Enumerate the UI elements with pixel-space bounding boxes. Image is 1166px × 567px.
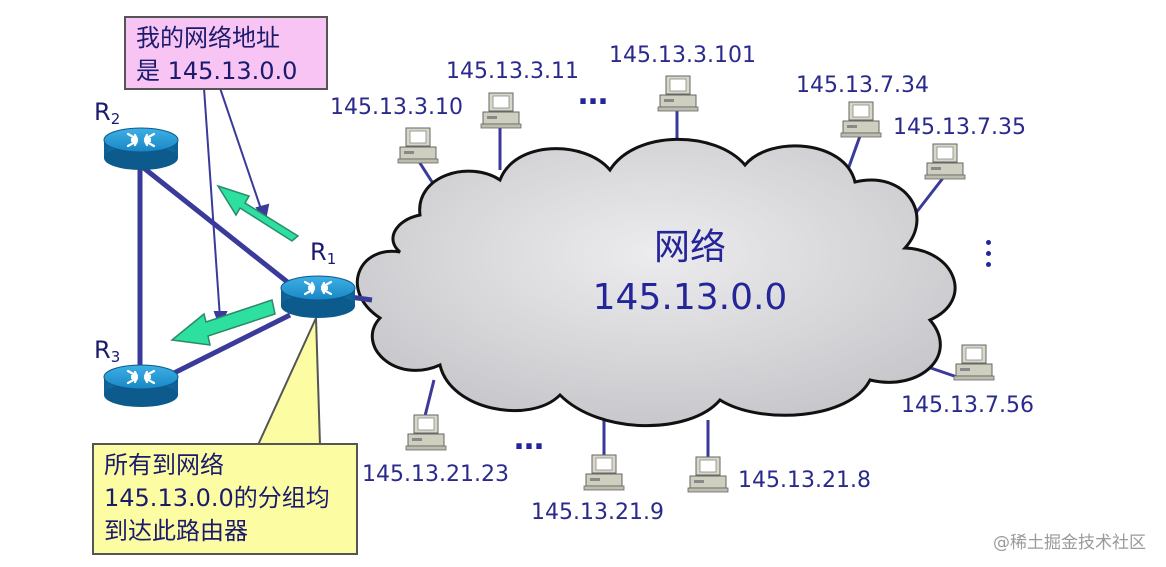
router-r2[interactable] bbox=[102, 126, 180, 172]
host-label: 145.13.7.35 bbox=[893, 115, 1026, 140]
router-subscript: 1 bbox=[326, 250, 337, 268]
host-pc-icon[interactable] bbox=[687, 456, 729, 493]
router-r3-label: R3 bbox=[94, 338, 120, 365]
network-name: 网络 bbox=[653, 227, 726, 268]
host-label: 145.13.3.10 bbox=[330, 95, 463, 120]
callout-my-address: 我的网络地址 是 145.13.0.0 bbox=[124, 16, 328, 90]
network-cloud bbox=[356, 137, 957, 428]
host-label: 145.13.21.23 bbox=[362, 462, 509, 487]
host-pc-icon[interactable] bbox=[657, 75, 699, 112]
callout-pointer-yellow bbox=[256, 317, 322, 446]
router-r1[interactable] bbox=[279, 274, 357, 320]
host-pc-icon[interactable] bbox=[405, 414, 447, 451]
host-label: 145.13.7.34 bbox=[796, 73, 929, 98]
host-label: 145.13.7.56 bbox=[901, 393, 1034, 418]
router-letter: R bbox=[94, 98, 111, 126]
host-pc-icon[interactable] bbox=[397, 127, 439, 164]
router-subscript: 2 bbox=[110, 110, 121, 128]
callout-line: 我的网络地址 bbox=[136, 24, 280, 52]
host-pc-icon[interactable] bbox=[924, 143, 966, 180]
watermark: @稀土掘金技术社区 bbox=[993, 533, 1146, 553]
callout-line: 是 145.13.0.0 bbox=[136, 57, 298, 86]
callout-line: 到达此路由器 bbox=[104, 517, 248, 546]
network-address: 145.13.0.0 bbox=[592, 277, 788, 318]
router-r1-label: R1 bbox=[310, 240, 336, 267]
callout-line: 所有到网络 bbox=[104, 451, 224, 479]
host-label: 145.13.3.11 bbox=[446, 59, 579, 84]
ellipsis-vertical bbox=[986, 240, 994, 273]
callout-all-packets: 所有到网络 145.13.0.0的分组均 到达此路由器 bbox=[92, 443, 358, 555]
ellipsis-bottom: … bbox=[514, 422, 544, 457]
router-letter: R bbox=[94, 336, 111, 364]
host-label: 145.13.3.101 bbox=[609, 43, 756, 68]
router-letter: R bbox=[310, 238, 327, 266]
router-r2-label: R2 bbox=[94, 100, 120, 127]
forward-arrow-to-r3 bbox=[170, 299, 276, 346]
host-label: 145.13.21.8 bbox=[738, 468, 871, 493]
ellipsis-top: … bbox=[578, 77, 608, 112]
router-subscript: 3 bbox=[110, 348, 121, 366]
host-label: 145.13.21.9 bbox=[531, 500, 664, 525]
host-pc-icon[interactable] bbox=[583, 454, 625, 491]
router-links bbox=[137, 163, 373, 378]
forward-arrow-to-r2 bbox=[216, 184, 300, 242]
host-pc-icon[interactable] bbox=[840, 101, 882, 138]
callout-line: 145.13.0.0的分组均 bbox=[104, 484, 330, 513]
router-r3[interactable] bbox=[102, 363, 180, 409]
host-pc-icon[interactable] bbox=[480, 92, 522, 129]
host-pc-icon[interactable] bbox=[953, 344, 995, 381]
